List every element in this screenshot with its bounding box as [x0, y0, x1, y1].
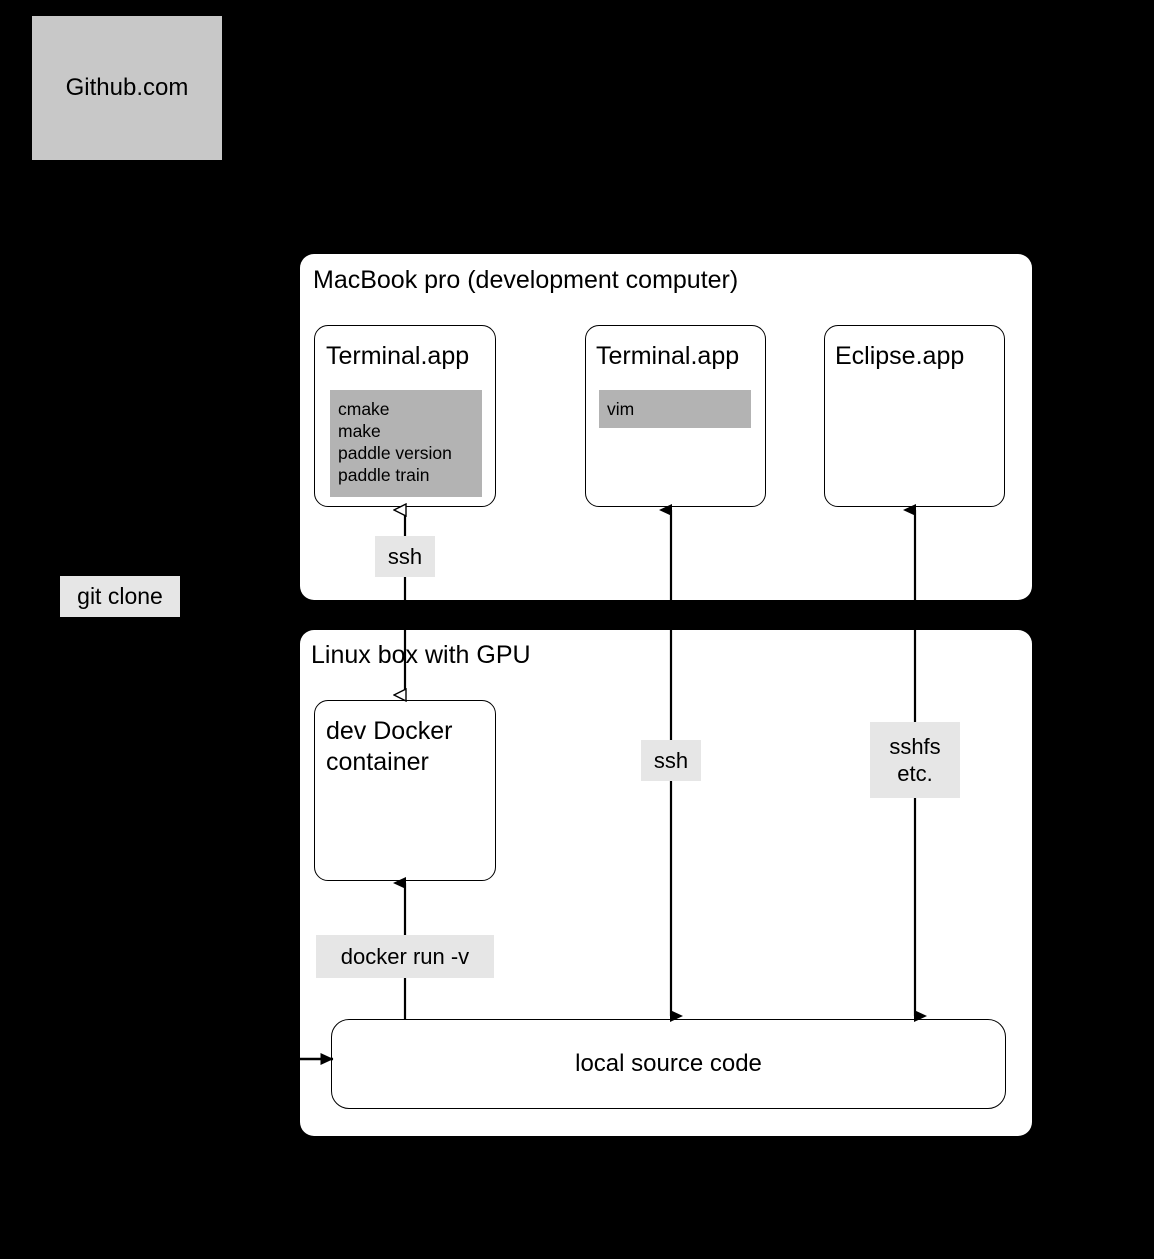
node-github[interactable]: Github.com: [32, 16, 222, 160]
edge-label-sshfs-eclipse-source-text: sshfs etc.: [889, 734, 941, 786]
edge-label-git-clone-text: git clone: [77, 583, 163, 609]
node-eclipse-app[interactable]: [824, 325, 1005, 507]
node-terminal-app-2-code: vim: [599, 390, 751, 428]
edge-label-sshfs-eclipse-source: sshfs etc.: [870, 722, 960, 798]
node-terminal-app-1-code: cmake make paddle version paddle train: [330, 390, 482, 497]
node-local-source-code-label: local source code: [575, 1050, 762, 1077]
node-dev-docker-container-title: dev Docker container: [326, 717, 453, 776]
node-github-label: Github.com: [65, 74, 189, 101]
panel-macbook-title: MacBook pro (development computer): [313, 266, 739, 294]
edge-label-git-clone: git clone: [60, 576, 180, 617]
edge-label-docker-run-volume: docker run -v: [316, 935, 494, 978]
edge-label-docker-run-volume-text: docker run -v: [340, 944, 470, 969]
node-terminal-app-1-title: Terminal.app: [326, 342, 470, 370]
edge-label-ssh-vim-source-text: ssh: [653, 748, 689, 773]
node-local-source-code[interactable]: local source code: [331, 1019, 1006, 1109]
node-eclipse-app-title: Eclipse.app: [835, 342, 965, 370]
edge-label-ssh-vim-source: ssh: [641, 740, 701, 781]
node-terminal-app-2-title: Terminal.app: [596, 342, 740, 370]
edge-label-ssh-macbook-docker: ssh: [375, 536, 435, 577]
edge-label-ssh-macbook-docker-text: ssh: [387, 544, 423, 569]
panel-linux-title: Linux box with GPU: [311, 641, 531, 669]
